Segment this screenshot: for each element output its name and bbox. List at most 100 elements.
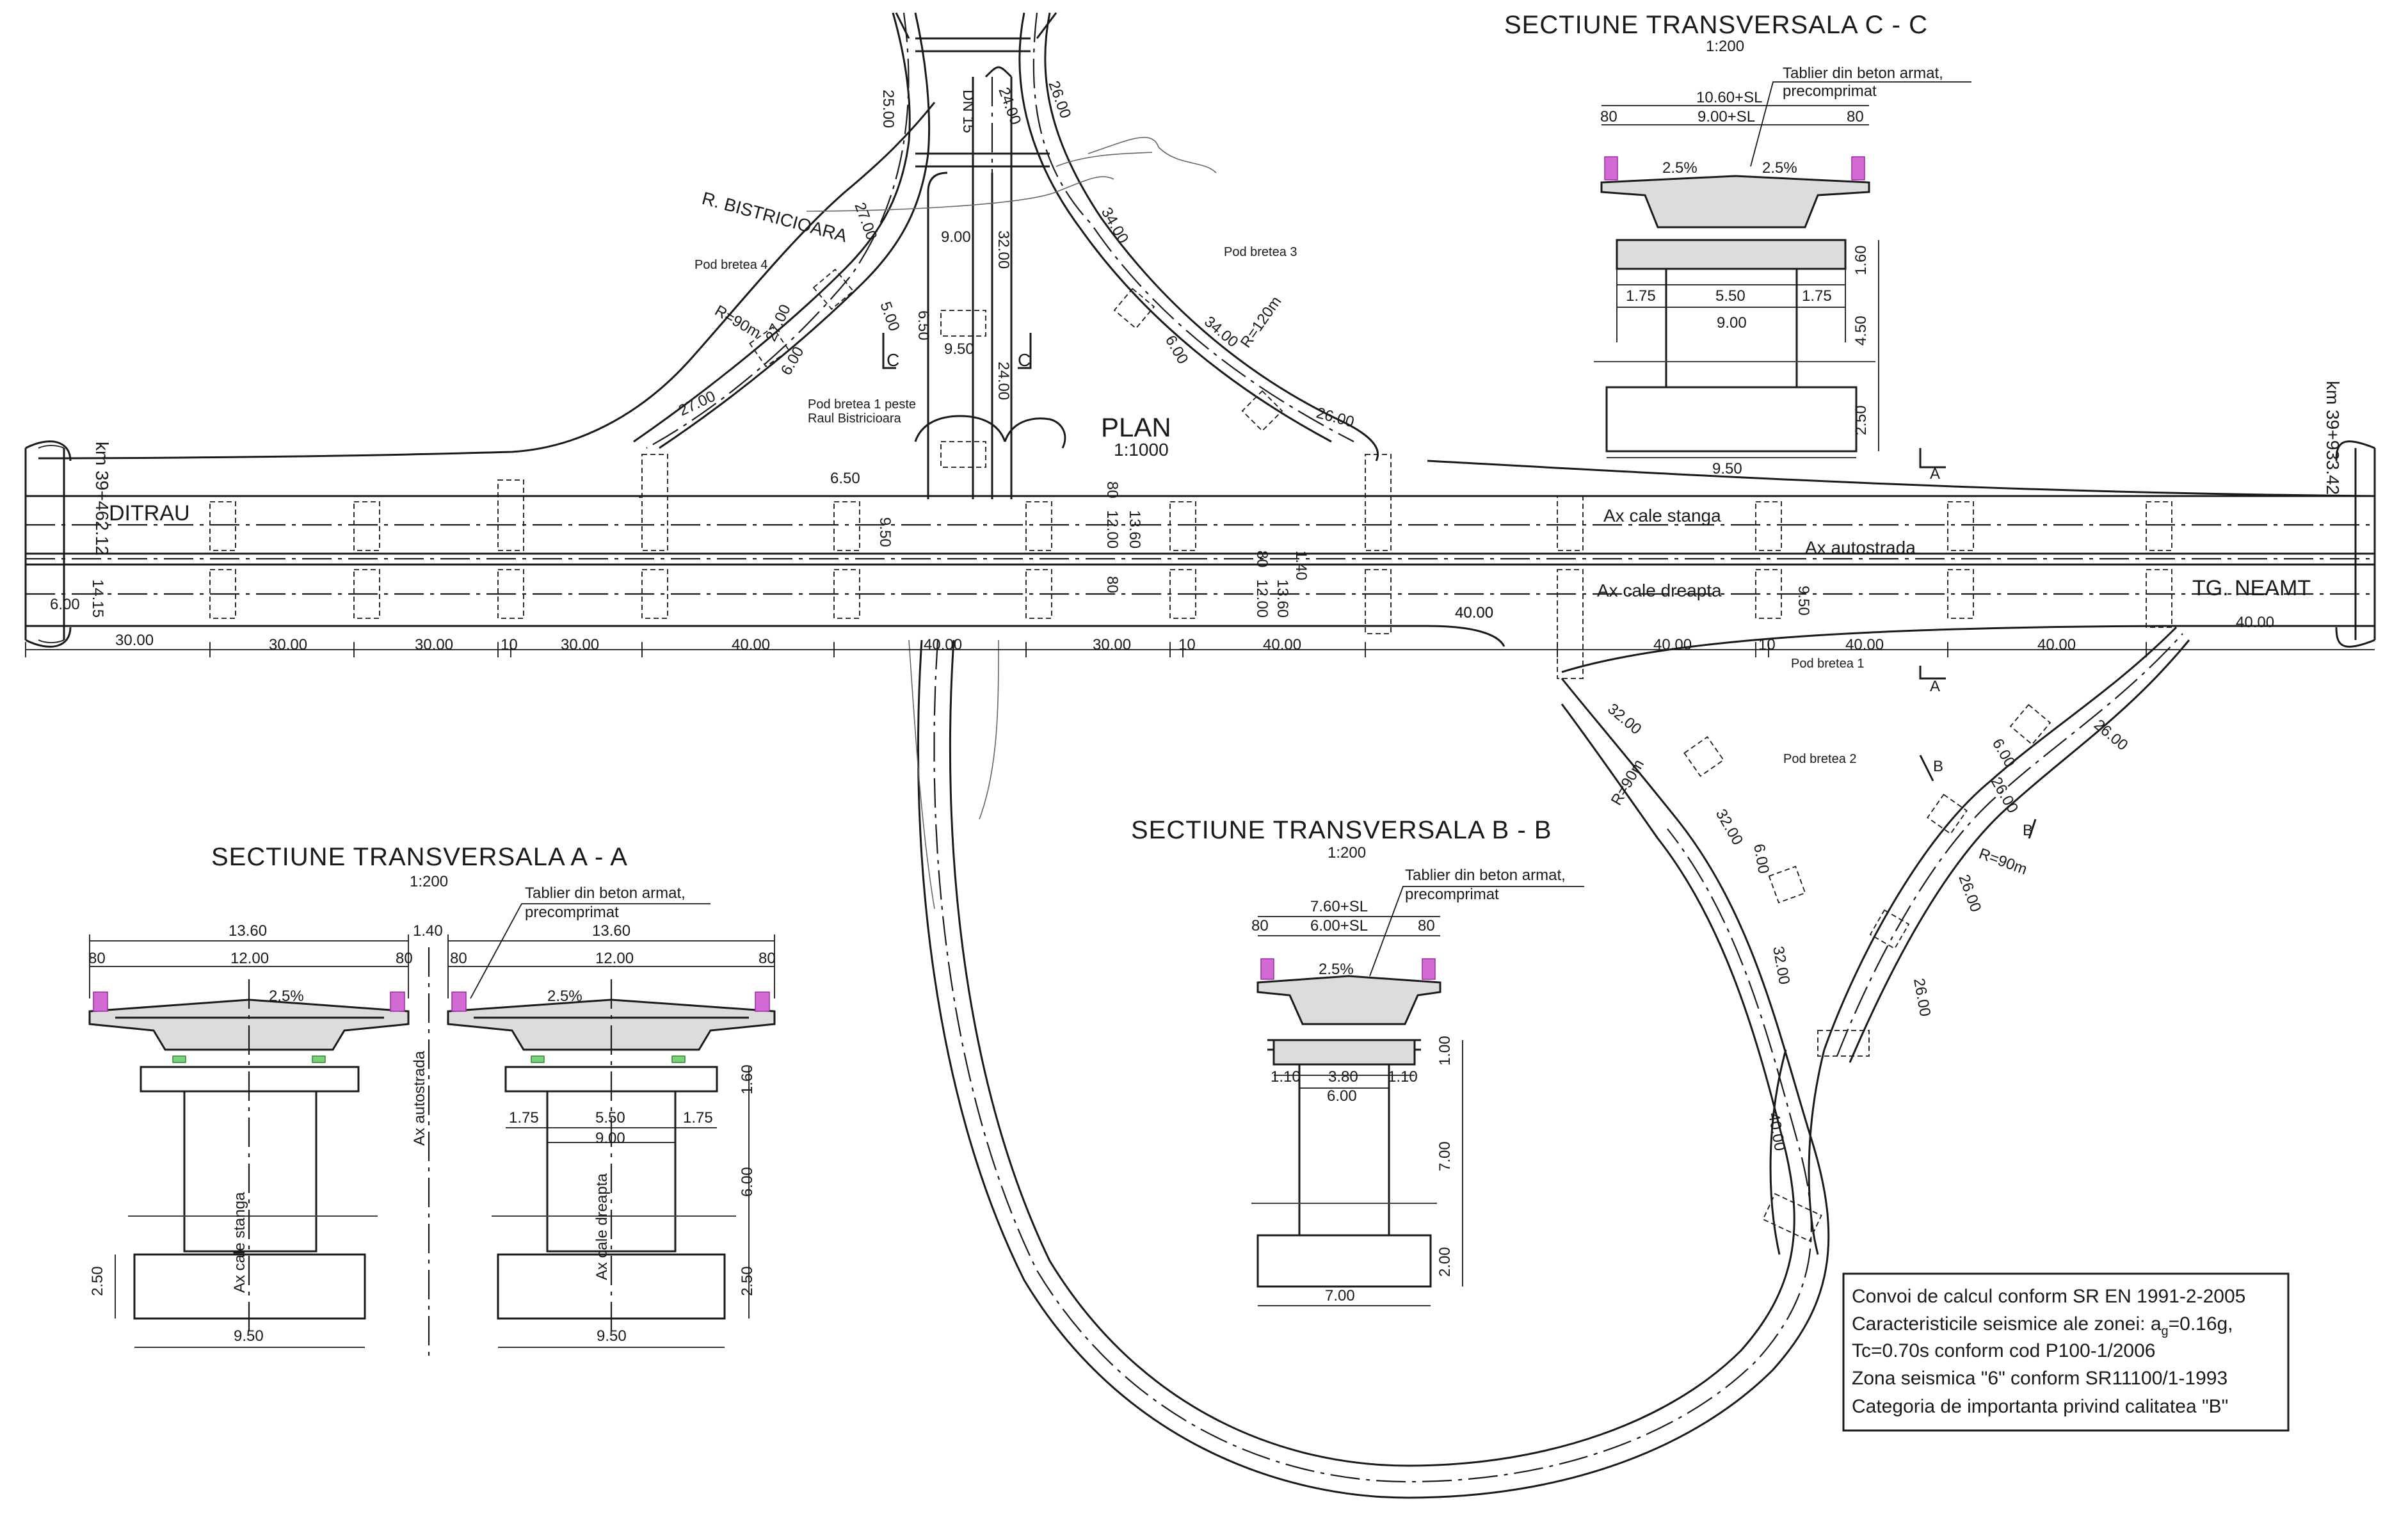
dim-b26c: 26.00 — [1955, 872, 1984, 915]
section-bb-note1: Tablier din beton armat, — [1405, 867, 1566, 884]
bb-c380: 3.80 — [1328, 1068, 1358, 1086]
pod-bretea-3: Pod bretea 3 — [1224, 245, 1297, 259]
dim-b26a: 26.00 — [2091, 716, 2131, 754]
river-label: R. BISTRICIOARA — [700, 188, 849, 246]
note-line-2: Caracteristicile seismice ale zonei: ag=… — [1852, 1313, 2233, 1338]
aa-f950b: 9.50 — [597, 1327, 627, 1345]
dim-950b: 9.50 — [876, 517, 894, 547]
section-cc: SECTIUNE TRANSVERSALA C - C 1:200 Tablie… — [1504, 11, 1971, 477]
bb-w80b: 80 — [1418, 917, 1435, 934]
axis-cale-stanga: Ax cale stanga — [1603, 506, 1721, 525]
bb-w600: 6.00+SL — [1310, 917, 1368, 934]
note-line-2-sub: g — [2162, 1324, 2169, 1338]
note-line-4: Zona seismica "6" conform SR11100/1-1993 — [1852, 1368, 2227, 1389]
aa-axis-main: Ax autostrada — [411, 1050, 428, 1146]
section-markers — [882, 333, 2037, 839]
radius-120: R=120m — [1237, 293, 1285, 351]
dim-24b: 24.00 — [995, 362, 1012, 400]
bb-c110a: 1.10 — [1271, 1068, 1301, 1086]
section-aa-note2: precomprimat — [525, 904, 619, 921]
section-aa: SECTIUNE TRANSVERSALA A - A 1:200 Tablie… — [88, 843, 776, 1357]
aa-h160: 1.60 — [739, 1064, 756, 1094]
pod-bretea-1: Pod bretea 1 — [1791, 657, 1865, 671]
aa-axis-left: Ax cale stanga — [231, 1192, 248, 1293]
dim-950c: 9.50 — [1795, 586, 1812, 616]
plan-title: PLAN — [1101, 412, 1171, 442]
cc-slope1: 2.5% — [1662, 159, 1698, 177]
span-13: 10 — [1758, 636, 1776, 653]
cc-f950: 9.50 — [1712, 460, 1742, 477]
aa-w80b: 80 — [396, 950, 413, 967]
dim-950: 9.50 — [944, 341, 974, 358]
section-cc-note1: Tablier din beton armat, — [1783, 65, 1943, 82]
main-viaduct — [26, 102, 2375, 673]
dim-4000: 40.00 — [1455, 604, 1493, 621]
note-line-2-a: Caracteristicile seismice ale zonei: a — [1852, 1313, 2162, 1335]
dim-140: 1.40 — [1292, 550, 1310, 581]
aa-w80d: 80 — [759, 950, 776, 967]
section-mark-b-bottom: B — [2023, 822, 2033, 839]
section-bb-scale: 1:200 — [1328, 844, 1366, 862]
cc-c900: 9.00 — [1717, 314, 1747, 332]
abutment-left — [24, 440, 72, 648]
bb-h700: 7.00 — [1436, 1141, 1454, 1171]
span-5: 30.00 — [561, 636, 599, 653]
section-mark-a-top: A — [1930, 465, 1940, 483]
dim-650: 6.50 — [915, 310, 932, 341]
span-10: 40.00 — [1263, 636, 1301, 653]
dim-25: 25.00 — [879, 90, 897, 128]
dim-600c: 6.00 — [50, 596, 80, 613]
dim-80c: 80 — [1253, 550, 1271, 568]
dim-27b: 27.00 — [762, 302, 794, 344]
dim-b26d: 26.00 — [1910, 977, 1934, 1018]
cc-w80a: 80 — [1600, 108, 1617, 125]
cc-h160: 1.60 — [1852, 245, 1870, 275]
cc-c175b: 1.75 — [1802, 287, 1832, 305]
raul-bistricioara: Raul Bistricioara — [808, 412, 901, 426]
pod-bretea-2: Pod bretea 2 — [1783, 752, 1857, 766]
axis-cale-dreapta: Ax cale dreapta — [1597, 581, 1722, 600]
span-1: 30.00 — [115, 632, 154, 649]
dim-1360b: 13.60 — [1274, 579, 1291, 618]
radius-90-north: R=90m — [712, 302, 764, 342]
span-dimensions: 30.00 30.00 30.00 10 30.00 40.00 40.00 3… — [25, 604, 2375, 657]
aa-f950a: 9.50 — [234, 1327, 264, 1345]
span-14: 40.00 — [1845, 636, 1884, 653]
dim-b6b: 6.00 — [1989, 736, 2019, 771]
dim-b40: 40.00 — [1765, 1111, 1788, 1152]
bb-c600: 6.00 — [1327, 1087, 1357, 1105]
bb-w760: 7.60+SL — [1310, 898, 1368, 915]
cc-h450: 4.50 — [1852, 316, 1870, 346]
aa-h250a: 2.50 — [89, 1266, 106, 1296]
aa-w1200a: 12.00 — [230, 950, 269, 967]
dn15-label: DN 15 — [959, 90, 977, 133]
dim-1200b: 12.00 — [1253, 579, 1271, 618]
span-16: 40.00 — [2236, 614, 2274, 631]
dim-650b: 6.50 — [830, 470, 860, 487]
bb-h100: 1.00 — [1436, 1036, 1454, 1066]
section-bb-title: SECTIUNE TRANSVERSALA B - B — [1131, 816, 1552, 844]
section-bb: SECTIUNE TRANSVERSALA B - B 1:200 Tablie… — [1131, 816, 1584, 1306]
span-9: 10 — [1178, 636, 1196, 653]
main-piers — [209, 454, 2172, 679]
section-aa-scale: 1:200 — [410, 873, 448, 890]
span-11: 40.00 — [1455, 604, 1493, 621]
note-line-1: Convoi de calcul conform SR EN 1991-2-20… — [1852, 1286, 2245, 1307]
dim-1360a: 13.60 — [1126, 510, 1143, 549]
dim-b26b: 26.00 — [1987, 774, 2021, 817]
dim-b32c: 32.00 — [1769, 945, 1793, 986]
cc-c550: 5.50 — [1715, 287, 1746, 305]
section-mark-c-right: C — [1018, 350, 1031, 370]
design-notes-box: Convoi de calcul conform SR EN 1991-2-20… — [1842, 1272, 2290, 1432]
chainage-right: km 39+933.42 — [2323, 381, 2343, 495]
span-4: 10 — [501, 636, 518, 653]
dim-6b: 6.00 — [1162, 333, 1192, 367]
bb-h200: 2.00 — [1436, 1247, 1454, 1277]
direction-ditrau: DITRAU — [109, 501, 190, 525]
plan-scale: 1:1000 — [1114, 440, 1169, 460]
span-8: 30.00 — [1093, 636, 1131, 653]
bb-w80a: 80 — [1251, 917, 1269, 934]
aa-w1200b: 12.00 — [595, 950, 634, 967]
span-7: 40.00 — [924, 636, 962, 653]
